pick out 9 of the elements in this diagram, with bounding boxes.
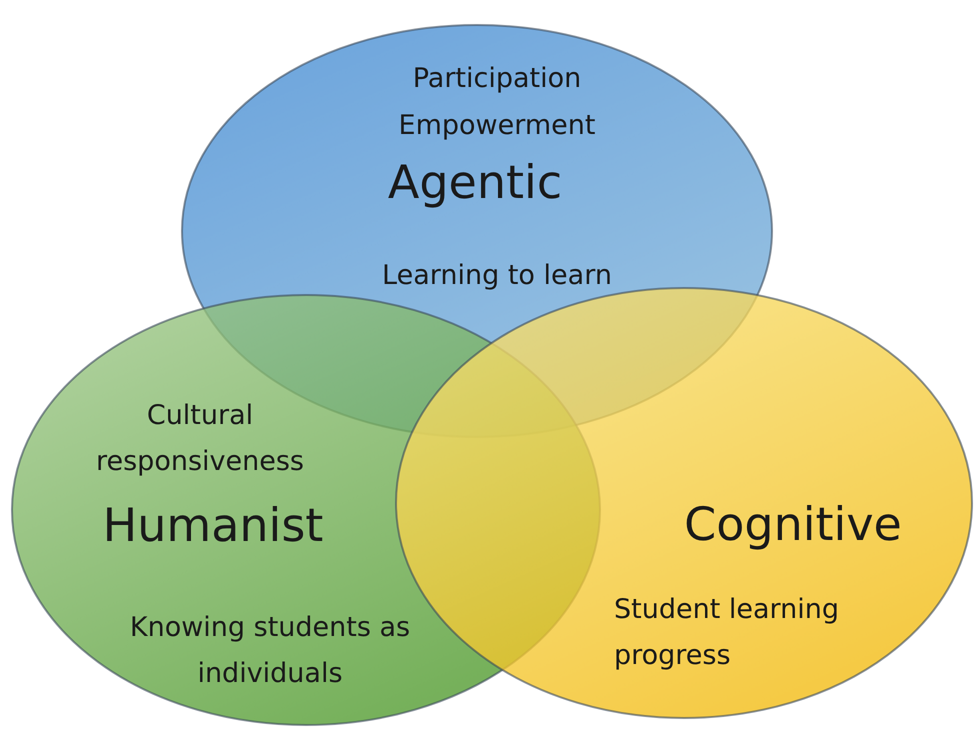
circle-title: Cognitive [683,497,903,552]
circle-text: Knowing students as individuals [128,611,412,691]
circle-text: Empowerment [398,109,596,143]
circle-text: Student learning progress [614,593,840,673]
circle-text: Cultural responsiveness [95,399,305,479]
circle-title: Agentic [386,155,564,210]
circle-text: Learning to learn [381,259,613,293]
circle-title: Humanist [102,498,324,554]
circle-text: Participation [412,62,582,96]
